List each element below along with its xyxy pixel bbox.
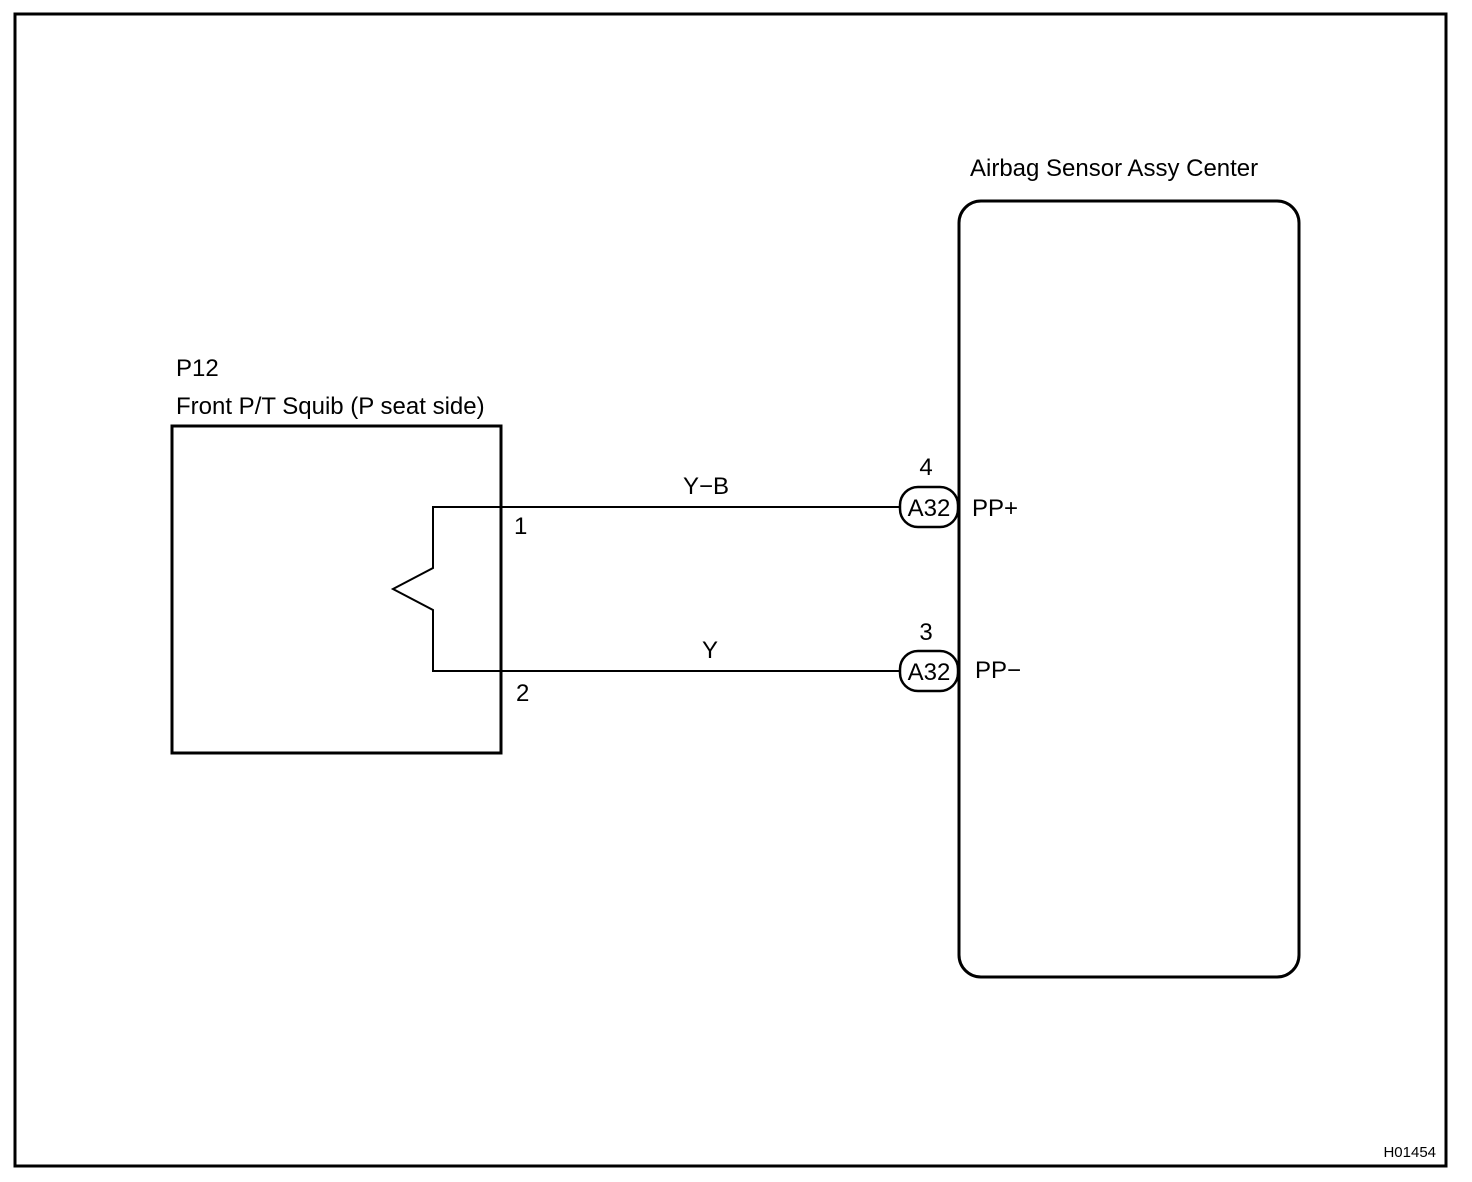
- squib-box: [170, 424, 503, 755]
- wire-yb: Y−B A32 4 PP+: [503, 454, 1018, 529]
- terminal-pp-plus-label: PP+: [972, 495, 1018, 522]
- diagram-frame: [13, 12, 1448, 1168]
- airbag-sensor-box: [957, 199, 1301, 979]
- connector-a32-pin4-box: [898, 485, 960, 529]
- connector-pin-3-label: 3: [919, 619, 932, 646]
- wire-y-color-label: Y: [702, 637, 718, 664]
- terminal-pp-minus-label: PP−: [975, 657, 1021, 684]
- connector-pin-4-label: 4: [919, 454, 932, 481]
- wire-y: Y A32 3 PP−: [503, 619, 1021, 693]
- connector-a32-pin3-box: [898, 649, 960, 693]
- connector-a32-pin4-code: A32: [908, 495, 951, 522]
- squib-pin-1-label: 1: [514, 513, 527, 540]
- front-pt-squib-component: P12 Front P/T Squib (P seat side) 1 2: [170, 355, 529, 755]
- squib-element-symbol: [390, 506, 503, 672]
- connector-a32-pin3-code: A32: [908, 659, 951, 686]
- squib-pin-2-label: 2: [516, 680, 529, 707]
- squib-connector-code: P12: [176, 355, 219, 382]
- airbag-sensor-component: Airbag Sensor Assy Center: [957, 155, 1301, 979]
- figure-code: H01454: [1383, 1144, 1436, 1161]
- wire-yb-color-label: Y−B: [683, 473, 729, 500]
- airbag-sensor-name-label: Airbag Sensor Assy Center: [970, 155, 1258, 182]
- squib-name-label: Front P/T Squib (P seat side): [176, 393, 485, 420]
